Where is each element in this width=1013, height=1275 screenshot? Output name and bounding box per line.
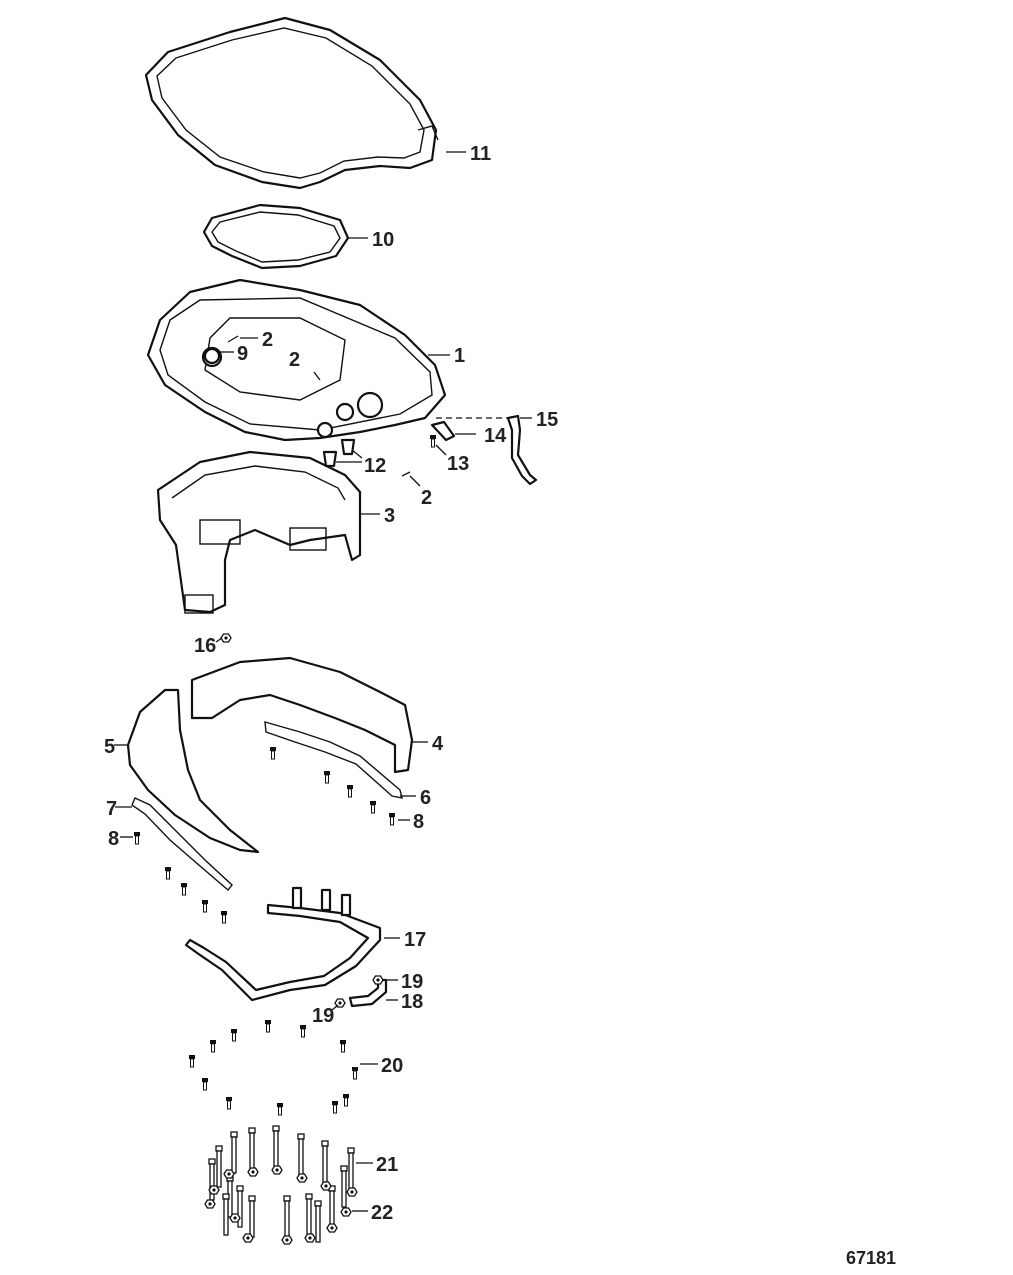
callout-14: 14	[484, 425, 507, 447]
lower-chaps-part	[156, 450, 362, 614]
callout-13: 13	[447, 453, 469, 475]
callout-20: 20	[381, 1055, 403, 1077]
callout-16: 16	[194, 635, 216, 657]
callout-2c: 2	[421, 487, 432, 509]
water-tube-part	[184, 886, 382, 1002]
seal-strip-left-part	[131, 797, 233, 892]
gasket-part	[202, 203, 350, 270]
callout-2b: 2	[289, 349, 300, 371]
leader-lines	[114, 151, 532, 1212]
callout-10: 10	[372, 229, 394, 251]
callout-9: 9	[237, 343, 248, 365]
side-panel-right-part	[190, 656, 414, 774]
callout-8a: 8	[108, 828, 119, 850]
callout-3: 3	[384, 505, 395, 527]
callout-1: 1	[454, 345, 465, 367]
callout-22: 22	[371, 1202, 393, 1224]
callout-labels: 11 10 1 2 9 2 15 14 13 12 2 3 16 4 5 6 7…	[104, 143, 896, 1268]
callout-11: 11	[470, 143, 491, 165]
callout-8b: 8	[413, 811, 424, 833]
callout-17: 17	[404, 929, 426, 951]
callout-12: 12	[364, 455, 386, 477]
callout-7: 7	[106, 798, 117, 820]
callout-21: 21	[376, 1154, 398, 1176]
callout-15: 15	[536, 409, 558, 431]
side-panel-left-part	[126, 688, 260, 854]
callout-2a: 2	[262, 329, 273, 351]
callout-5: 5	[104, 736, 115, 758]
callout-19a: 19	[401, 971, 423, 993]
seal-ring-part	[144, 16, 439, 190]
callout-19b: 19	[312, 1005, 334, 1027]
figure-number: 67181	[846, 1248, 896, 1268]
seal-strip-right-part	[264, 721, 403, 799]
callout-4: 4	[432, 733, 444, 755]
pins-group	[227, 335, 411, 477]
callout-18: 18	[401, 991, 423, 1013]
small-parts-group	[203, 347, 456, 1008]
callout-6: 6	[420, 787, 431, 809]
hose-small-part	[506, 414, 538, 486]
